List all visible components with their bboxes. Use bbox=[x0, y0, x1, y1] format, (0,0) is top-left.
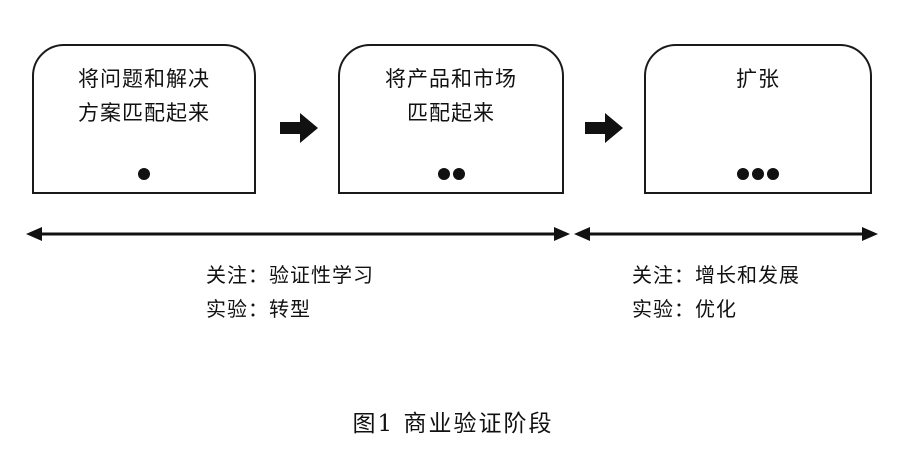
phase-span-arrow-validation bbox=[26, 227, 570, 241]
stage-box-product-market: 将产品和市场匹配起来 bbox=[338, 44, 564, 194]
stage-dot bbox=[138, 168, 150, 180]
stage-label: 将产品和市场匹配起来 bbox=[385, 67, 517, 125]
stage-label: 扩张 bbox=[736, 67, 780, 91]
right-arrow-icon bbox=[280, 113, 318, 143]
stage-dot bbox=[767, 168, 779, 180]
stage-box-scale: 扩张 bbox=[644, 44, 872, 194]
figure-caption: 图1 商业验证阶段 bbox=[352, 411, 554, 437]
phase-focus: 关注：验证性学习 bbox=[206, 263, 374, 287]
stage-dots bbox=[340, 168, 562, 180]
phase-focus: 关注：增长和发展 bbox=[632, 263, 800, 287]
phase-experiment: 实验：转型 bbox=[206, 297, 311, 321]
stage-dots bbox=[646, 168, 870, 180]
phase-experiment: 实验：优化 bbox=[632, 297, 737, 321]
phase-note-validation: 关注：验证性学习 实验：转型 bbox=[206, 258, 374, 326]
stage-dot bbox=[737, 168, 749, 180]
stage-dot bbox=[452, 168, 465, 180]
stage-dot bbox=[752, 168, 764, 180]
stage-dots bbox=[34, 168, 254, 180]
right-arrow-icon bbox=[585, 113, 623, 143]
phase-note-growth: 关注：增长和发展 实验：优化 bbox=[632, 258, 800, 326]
phase-span-arrow-growth bbox=[574, 227, 878, 241]
stage-dot bbox=[437, 168, 450, 180]
stage-box-problem-solution: 将问题和解决方案匹配起来 bbox=[32, 44, 256, 194]
stage-label: 将问题和解决方案匹配起来 bbox=[78, 67, 210, 125]
